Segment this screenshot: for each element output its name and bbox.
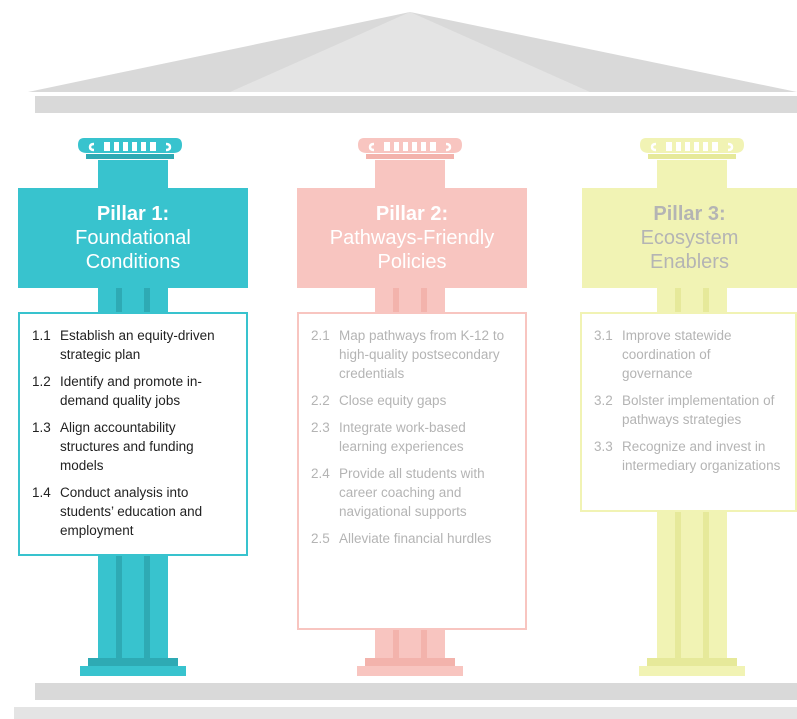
pillar-2-title: Pillar 2: xyxy=(375,203,449,225)
pillar-2-base-lower xyxy=(357,666,463,676)
pillar-2-shaft-top xyxy=(375,160,445,188)
pillar-1-title: Pillar 1: xyxy=(96,203,170,225)
base-step-lower xyxy=(14,707,797,719)
top-beam xyxy=(35,96,797,113)
pillar-2-subtitle-line2: Policies xyxy=(377,251,447,273)
pillar-3-subtitle-line1: Ecosystem xyxy=(640,227,739,249)
base-step-upper xyxy=(35,683,797,700)
pillar-1-base xyxy=(88,658,178,666)
pillar-3-capital xyxy=(640,138,744,159)
pillar-2-header: Pillar 2: Pathways-Friendly Policies xyxy=(297,188,527,288)
pillar-2-capital xyxy=(358,138,462,159)
pillar-1-subtitle-line2: Conditions xyxy=(85,251,181,273)
pillar-3-base-lower xyxy=(639,666,745,676)
pillar-3-title: Pillar 3: xyxy=(653,203,726,225)
pillar-1-capital xyxy=(78,138,182,159)
pillar-1-base-lower xyxy=(80,666,186,676)
pillar-3-base xyxy=(647,658,737,666)
pillar-1-subtitle-line1: Foundational xyxy=(75,227,191,249)
pillar-3-subtitle-line2: Enablers xyxy=(650,251,729,273)
pillar-1-header: Pillar 1: Foundational Conditions xyxy=(18,188,248,288)
pillar-2-subtitle-line1: Pathways-Friendly xyxy=(329,227,495,249)
pillar-2-base xyxy=(365,658,455,666)
pillar-1-shaft-top xyxy=(98,160,168,188)
pillar-3-header: Pillar 3: Ecosystem Enablers xyxy=(582,188,797,288)
pillar-3-shaft-top xyxy=(657,160,727,188)
roof xyxy=(28,12,797,92)
